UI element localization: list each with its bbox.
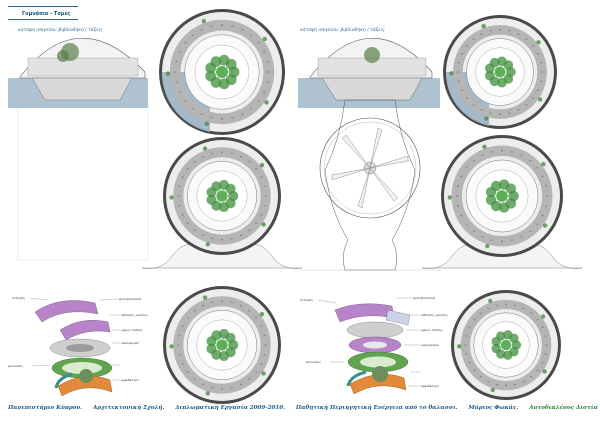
right-section-caption: κάτοψη ισογείου: βιβλιοθήκη / τάξεις xyxy=(300,28,385,33)
right-label-roof: στέγαση xyxy=(300,298,313,302)
plan-right-top xyxy=(443,15,557,129)
plan-left-top xyxy=(159,9,285,135)
left-foundation-grid xyxy=(17,99,149,261)
sheet-title: Γυμνάσιο - Τομές xyxy=(22,11,71,17)
right-label-circulation: κυκλοφορία xyxy=(421,343,439,347)
left-label-pv: φωτοβολταϊκά xyxy=(119,297,142,301)
footer-university: Πανεπιστήμιο Κύπρου. xyxy=(8,405,83,411)
left-base-ring xyxy=(54,369,113,397)
right-label-stop: χώρος στάσης xyxy=(421,328,443,332)
left-label-stop: χώρος στάσης xyxy=(121,328,143,332)
right-section-tree xyxy=(364,47,380,63)
title-rule-top xyxy=(8,6,78,7)
right-turbine-ring xyxy=(319,117,421,219)
plan-right-bottom xyxy=(451,290,561,400)
left-green-ring xyxy=(51,357,113,379)
left-label-planting: φυτεύσεις xyxy=(8,364,24,368)
plan-right-middle xyxy=(421,135,583,269)
left-label-study: αίθουσες μελέτης xyxy=(121,313,149,317)
left-label-roof: στέγαση xyxy=(12,296,25,300)
right-base-ring xyxy=(346,366,407,395)
footer-student: Μάριος Φωκάς. xyxy=(468,405,519,411)
footer-course: Διπλωματική Εργασία 2009-2010. xyxy=(175,405,286,411)
sheet-footer: Πανεπιστήμιο Κύπρου. Αρχιτεκτονική Σχολή… xyxy=(8,401,598,415)
plan-left-middle xyxy=(141,137,303,269)
left-middle-layer xyxy=(49,338,111,358)
right-green-ring xyxy=(347,351,409,373)
right-label-study: αίθουσες μελέτης xyxy=(421,313,449,317)
left-label-circulation: κυκλοφορία xyxy=(121,341,139,345)
right-turbine-blades xyxy=(331,127,409,209)
right-label-planting: φυτεύσεις xyxy=(306,360,322,364)
footer-school: Αρχιτεκτονική Σχολή. xyxy=(93,405,165,411)
left-roof-layer xyxy=(34,300,111,341)
footer-title: Αυτοδιαλέους Διστία xyxy=(529,405,598,411)
footer-topic: Παθητική Περιηγητική Ενέργεια από το θαλ… xyxy=(295,405,458,411)
left-label-amphitheatre: αμφιθέατρο xyxy=(121,378,139,382)
right-label-amphitheatre: αμφιθέατρο xyxy=(421,384,439,388)
title-rule-bottom xyxy=(8,19,78,20)
left-section-caption: κάτοψη ισογείου: βιβλιοθήκη / τάξεις xyxy=(18,28,103,33)
plan-left-bottom xyxy=(163,286,281,404)
right-label-pv: φωτοβολταϊκά xyxy=(413,296,436,300)
right-roof-layer xyxy=(334,303,411,326)
